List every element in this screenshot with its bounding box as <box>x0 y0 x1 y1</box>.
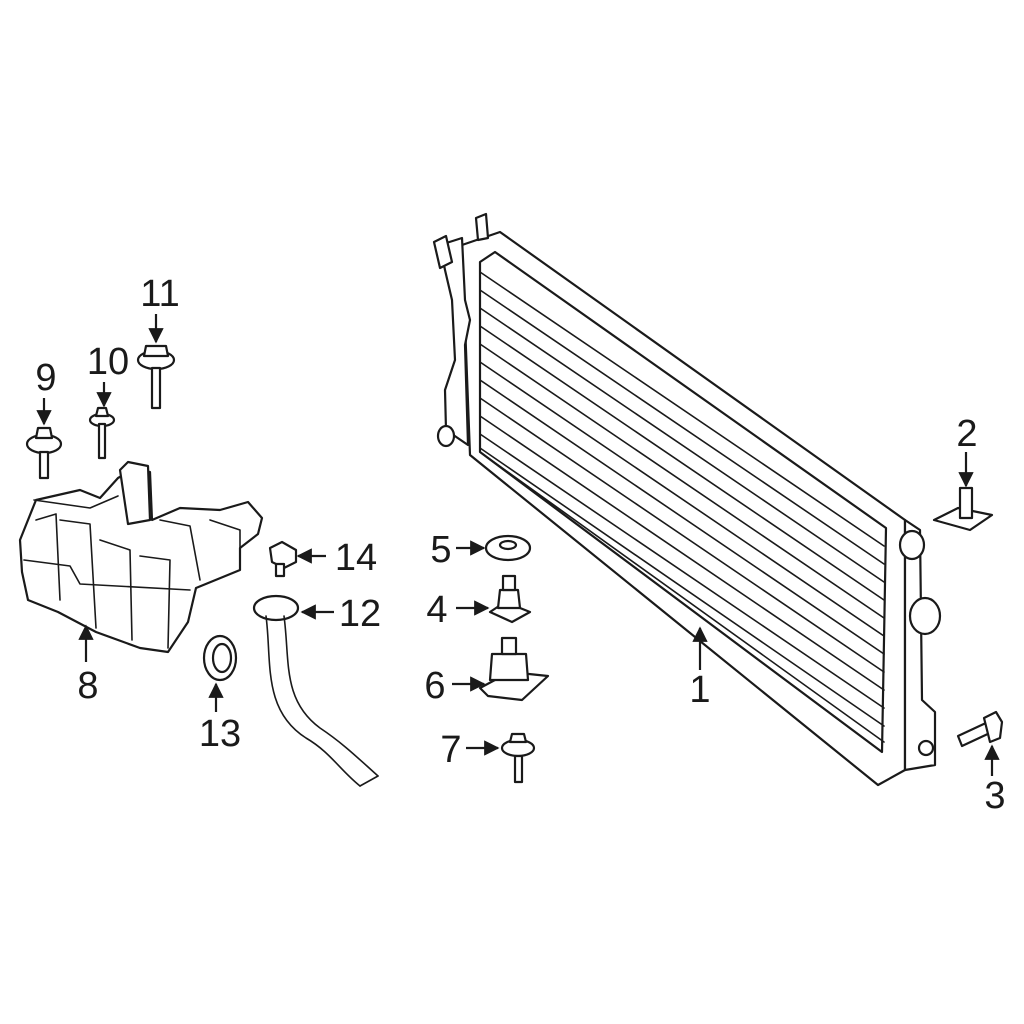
radiator-fins <box>479 271 885 743</box>
hose-line-a <box>265 615 361 787</box>
radiator[interactable] <box>432 212 942 787</box>
pin-10-shank <box>97 422 107 460</box>
callout-9: 9 <box>35 357 56 399</box>
bolt-9-part[interactable] <box>25 426 63 480</box>
stud-shaft <box>958 486 974 520</box>
callout-4: 4 <box>426 589 447 631</box>
mount-body <box>488 652 530 682</box>
radiator-top-bracket <box>432 234 454 270</box>
bolt-9-head <box>34 426 54 440</box>
radiator-right-tank <box>903 518 937 772</box>
radiator-top-pin <box>474 212 490 242</box>
callout-10: 10 <box>87 341 129 383</box>
callout-1: 1 <box>689 669 710 711</box>
coolant-reservoir[interactable] <box>18 460 264 654</box>
callout-12: 12 <box>339 593 381 635</box>
sensor-body <box>268 540 298 570</box>
flange-bolt-shank <box>513 754 524 784</box>
callout-11: 11 <box>140 273 179 315</box>
pin-10-part[interactable] <box>88 406 116 460</box>
radiator-lower-hose-neck <box>908 596 942 636</box>
hose-grommet <box>252 594 300 622</box>
insulator-peg <box>501 574 517 592</box>
callout-3: 3 <box>984 775 1005 817</box>
seal-inner <box>211 642 233 674</box>
stud-11-top <box>142 344 170 358</box>
washer-part[interactable] <box>484 534 532 562</box>
radiator-upper-hose-neck <box>898 529 926 561</box>
hose-line-b <box>283 615 379 777</box>
flange-bolt-head <box>508 732 528 744</box>
mount-peg <box>500 636 518 656</box>
sensor-tip <box>274 562 286 578</box>
callout-14: 14 <box>335 537 377 579</box>
callout-7: 7 <box>440 729 461 771</box>
callout-2: 2 <box>956 413 977 455</box>
insulator-part[interactable] <box>488 574 532 624</box>
radiator-left-outlet <box>436 424 456 448</box>
flange-bolt-part[interactable] <box>500 732 536 784</box>
bolt-9-shank <box>38 450 50 480</box>
seal-part[interactable] <box>202 634 238 682</box>
bolt-head <box>982 710 1004 744</box>
callout-labels: 1 2 3 4 5 6 7 8 9 10 11 12 13 14 <box>35 273 1005 817</box>
mount-part[interactable] <box>478 636 550 702</box>
washer-hole <box>498 539 518 551</box>
pin-10-head <box>94 406 110 418</box>
radiator-left-tank <box>438 236 472 447</box>
bolt-part[interactable] <box>956 710 1004 748</box>
reservoir-filler-neck <box>118 460 152 526</box>
callout-6: 6 <box>424 665 445 707</box>
stud-11-part[interactable] <box>136 344 176 410</box>
callout-5: 5 <box>430 529 451 571</box>
stud-part[interactable] <box>932 486 994 532</box>
stud-11-shank <box>150 366 162 410</box>
sensor-part[interactable] <box>268 540 298 578</box>
hose-part[interactable] <box>252 594 379 787</box>
callout-13: 13 <box>199 713 241 755</box>
radiator-drain-hole <box>917 739 935 757</box>
callout-8: 8 <box>77 665 98 707</box>
insulator-body <box>496 588 522 610</box>
leader-lines <box>36 314 1000 776</box>
